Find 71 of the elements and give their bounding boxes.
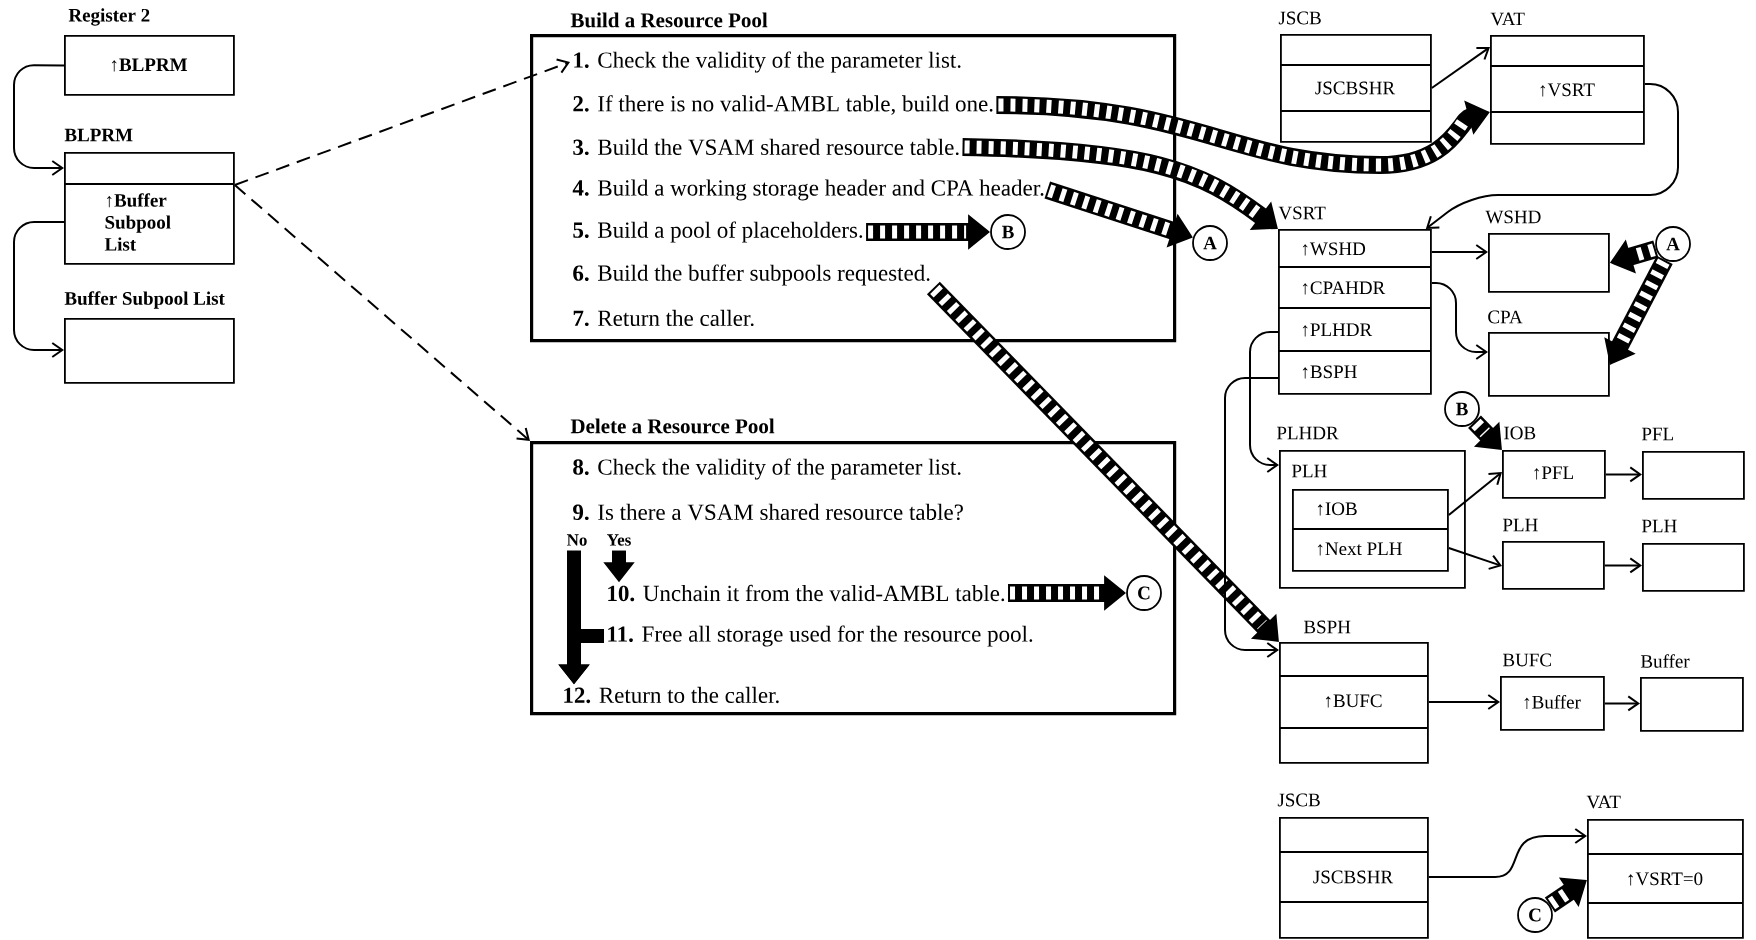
step-text: 10. Unchain it from the valid-AMBL table. xyxy=(608,584,1005,602)
record-box: JSCBSHR xyxy=(1279,34,1432,143)
record-box: ↑BLPRM xyxy=(64,35,235,96)
hatched-arrow xyxy=(1468,415,1502,450)
step-text: 6. Build the buffer subpools requested. xyxy=(573,264,930,286)
hatched-arrow xyxy=(926,281,1279,642)
step-text: 3. Build the VSAM shared resource table. xyxy=(573,138,959,156)
record-box: ↑VSRT=0 xyxy=(1586,819,1744,939)
step-text: 8. Check the validity of the parameter list. xyxy=(573,458,961,480)
node-label: ↑BSPH xyxy=(1302,365,1357,379)
step-text: 1. Check the validity of the parameter list. xyxy=(574,51,961,73)
box-label: Buffer xyxy=(1640,654,1690,668)
arrow xyxy=(1447,472,1502,516)
edge-label: No xyxy=(565,533,589,547)
box-label: JSCB xyxy=(1277,793,1320,807)
arrow xyxy=(1427,694,1500,710)
arrow xyxy=(1425,83,1679,229)
arrow xyxy=(1427,828,1587,878)
arrow xyxy=(13,221,65,358)
box-label: PFL xyxy=(1641,427,1673,441)
arrow xyxy=(13,64,65,176)
arrow xyxy=(1603,695,1640,712)
box-label: PLH xyxy=(1641,519,1677,533)
arrow xyxy=(1447,547,1503,570)
step-text: 4. Build a working storage header and CPA header. xyxy=(572,179,1044,201)
record-box: ↑Buffer xyxy=(1500,676,1605,731)
box-label: WSHD xyxy=(1485,210,1541,224)
box-label: Register 2 xyxy=(68,8,150,26)
step-text: 2. If there is no valid-AMBL table, build one. xyxy=(573,95,993,115)
arrow xyxy=(1430,244,1488,260)
node-label: ↑CPAHDR xyxy=(1302,281,1386,295)
record-box: ↑Buffer Subpool List xyxy=(63,152,235,265)
box-label: Buffer Subpool List xyxy=(64,291,225,309)
box-heading: Build a Resource Pool xyxy=(570,12,768,28)
box-label: IOB xyxy=(1504,426,1536,440)
box-label: VAT xyxy=(1586,795,1621,809)
record-box: ↑BUFC xyxy=(1278,642,1429,764)
box-label: PLHDR xyxy=(1276,426,1339,440)
step-text: 7. Return the caller. xyxy=(573,309,754,327)
step-text: 5. Build a pool of placeholders. xyxy=(573,221,863,243)
step-text: 9. Is there a VSAM shared resource table? xyxy=(573,503,963,521)
box-label: JSCB xyxy=(1278,11,1321,25)
dashed-arrow xyxy=(233,58,570,186)
arrow xyxy=(1224,377,1279,658)
step-text: 11. Free all storage used for the resource pool. xyxy=(608,625,1033,647)
box-heading: Delete a Resource Pool xyxy=(570,418,775,434)
arrow xyxy=(1604,466,1642,483)
record-box: ↑WSHD ↑CPAHDR ↑PLHDR ↑BSPH xyxy=(1277,229,1432,395)
box-label: BSPH xyxy=(1303,620,1351,634)
arrow xyxy=(1430,282,1488,360)
edge-label: Yes xyxy=(605,533,633,547)
box-label: VSRT xyxy=(1278,206,1326,220)
node-label: ↑PLHDR xyxy=(1302,323,1373,337)
box-label: PLH xyxy=(1502,518,1538,532)
arrow xyxy=(1249,331,1279,473)
record-box: ↑VSRT xyxy=(1489,35,1645,145)
arrow xyxy=(1430,47,1490,89)
box-label: CPA xyxy=(1488,310,1523,324)
step-text: 12. Return to the caller. xyxy=(564,686,779,704)
hatched-arrow xyxy=(1544,877,1587,913)
box-label: VAT xyxy=(1490,12,1525,26)
box-label: PLH xyxy=(1291,464,1327,478)
box-label: BUFC xyxy=(1502,653,1551,667)
hatched-arrow xyxy=(962,138,1278,230)
box-label: BLPRM xyxy=(64,128,133,142)
node-label: ↑WSHD xyxy=(1302,242,1366,256)
record-box: ↑PFL xyxy=(1502,450,1606,499)
record-box: ↑IOB ↑Next PLH xyxy=(1291,489,1449,572)
record-box: JSCBSHR xyxy=(1278,817,1429,939)
dashed-arrow xyxy=(233,184,530,441)
arrow xyxy=(1603,557,1642,574)
